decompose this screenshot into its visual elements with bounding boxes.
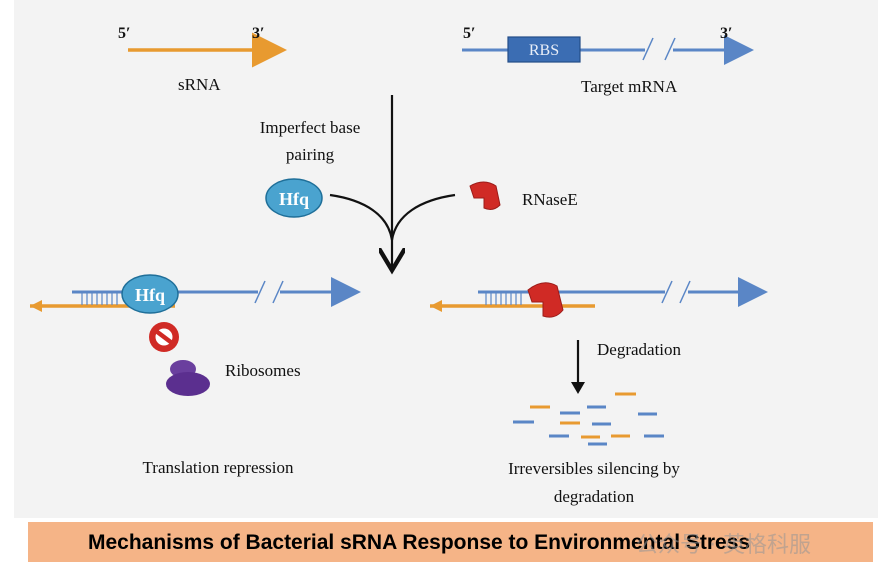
watermark: 公众号 · 英格科服 <box>636 533 811 558</box>
hfq-label: Hfq <box>279 189 309 209</box>
pairing-label-line2: pairing <box>286 145 335 164</box>
mrna-three-prime: 3′ <box>720 25 733 42</box>
degraded-fragments <box>513 392 664 446</box>
hfq-protein-icon <box>265 178 323 218</box>
degradation-arrow <box>571 340 585 394</box>
rbs-label: RBS <box>529 42 559 59</box>
right-duplex <box>430 277 768 318</box>
rnase-bound-icon <box>527 282 564 318</box>
converging-arrow <box>329 95 456 268</box>
ribosome-icon <box>166 360 210 396</box>
mrna-five-prime: 5′ <box>463 25 476 42</box>
left-outcome-label: Translation repression <box>143 458 294 477</box>
target-mrna-strand <box>462 35 754 65</box>
figure-caption: Mechanisms of Bacterial sRNA Response to… <box>88 531 751 554</box>
ribosomes-label: Ribosomes <box>225 361 301 380</box>
srna-three-prime: 3′ <box>252 25 265 42</box>
diagram-panel <box>14 0 878 518</box>
pairing-label-line1: Imperfect base <box>260 118 361 137</box>
rbs-box <box>507 36 581 63</box>
srna-five-prime: 5′ <box>118 25 131 42</box>
mrna-label: Target mRNA <box>581 77 678 96</box>
inhibition-icon <box>149 322 179 352</box>
rnase-label: RNaseE <box>522 190 578 209</box>
hfq-bound-icon <box>121 274 179 314</box>
right-outcome-line1: Irreversibles silencing by <box>508 459 680 478</box>
left-duplex <box>30 274 361 314</box>
degradation-label: Degradation <box>597 340 682 359</box>
right-outcome-line2: degradation <box>554 487 635 506</box>
srna-label: sRNA <box>178 75 221 94</box>
hfq-bound-label: Hfq <box>135 285 165 305</box>
rnase-e-icon <box>469 181 501 210</box>
caption-bar <box>28 522 873 562</box>
